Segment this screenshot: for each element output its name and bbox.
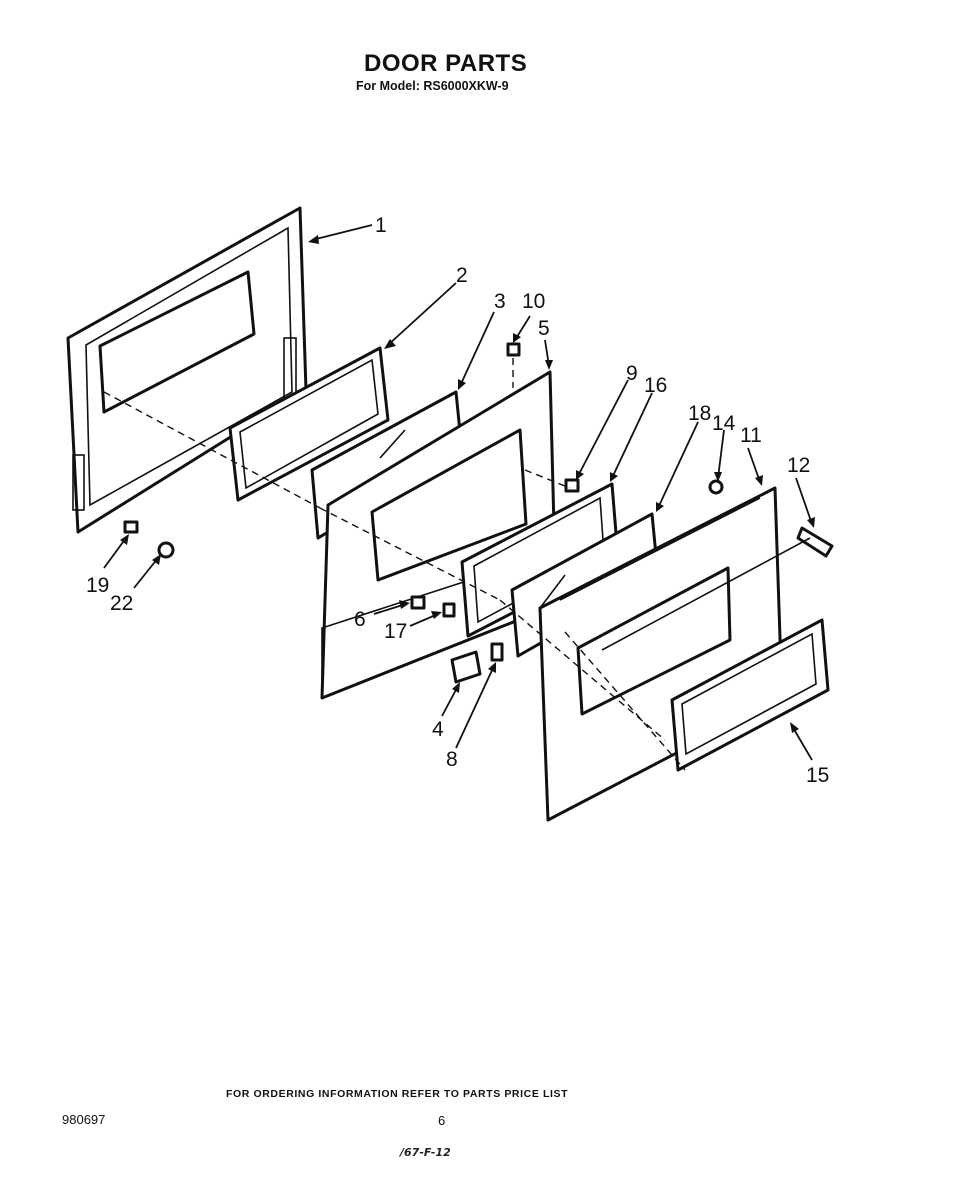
callout-11: 11	[740, 424, 762, 447]
document-number: 980697	[62, 1112, 106, 1127]
callout-labels: 1 2 3 10 5 9 16 18 14 11 12 19 22 6 17 4…	[86, 214, 829, 787]
part-22-washer	[157, 541, 175, 559]
callout-4: 4	[432, 718, 444, 741]
callout-18: 18	[688, 402, 711, 425]
part-15-outer-gasket	[670, 618, 830, 772]
callout-22: 22	[110, 592, 133, 615]
part-17-spacer	[442, 602, 456, 618]
part-9-clip	[564, 478, 580, 493]
part-10-clip	[506, 342, 521, 357]
callout-10: 10	[522, 290, 545, 313]
part-14-nut	[708, 479, 724, 495]
page-number: 6	[438, 1113, 446, 1128]
part-2-gasket	[228, 346, 390, 502]
callout-8: 8	[446, 748, 458, 771]
part-12-handle	[601, 526, 834, 651]
callout-6: 6	[354, 608, 366, 631]
callout-3: 3	[494, 290, 506, 313]
part-6-bracket	[410, 595, 426, 610]
callout-16: 16	[644, 374, 667, 397]
part-19-screw	[123, 520, 139, 534]
callout-12: 12	[787, 454, 810, 477]
part-4-bracket	[450, 650, 482, 684]
assembly-guide-lines	[103, 358, 686, 771]
handwritten-reference: /67-F-12	[400, 1146, 451, 1159]
page-title: DOOR PARTS	[364, 50, 528, 77]
callout-17: 17	[384, 620, 407, 643]
ordering-info-note: FOR ORDERING INFORMATION REFER TO PARTS …	[226, 1088, 569, 1100]
model-subtitle: For Model: RS6000XKW-9	[356, 79, 509, 93]
callout-9: 9	[626, 362, 638, 385]
callout-14: 14	[712, 412, 736, 435]
callout-15: 15	[806, 764, 829, 787]
part-8-roller	[490, 642, 504, 662]
leader-lines	[103, 224, 815, 761]
callout-1: 1	[375, 214, 387, 237]
callout-2: 2	[456, 264, 468, 287]
callout-5: 5	[538, 317, 550, 340]
callout-19: 19	[86, 574, 109, 597]
